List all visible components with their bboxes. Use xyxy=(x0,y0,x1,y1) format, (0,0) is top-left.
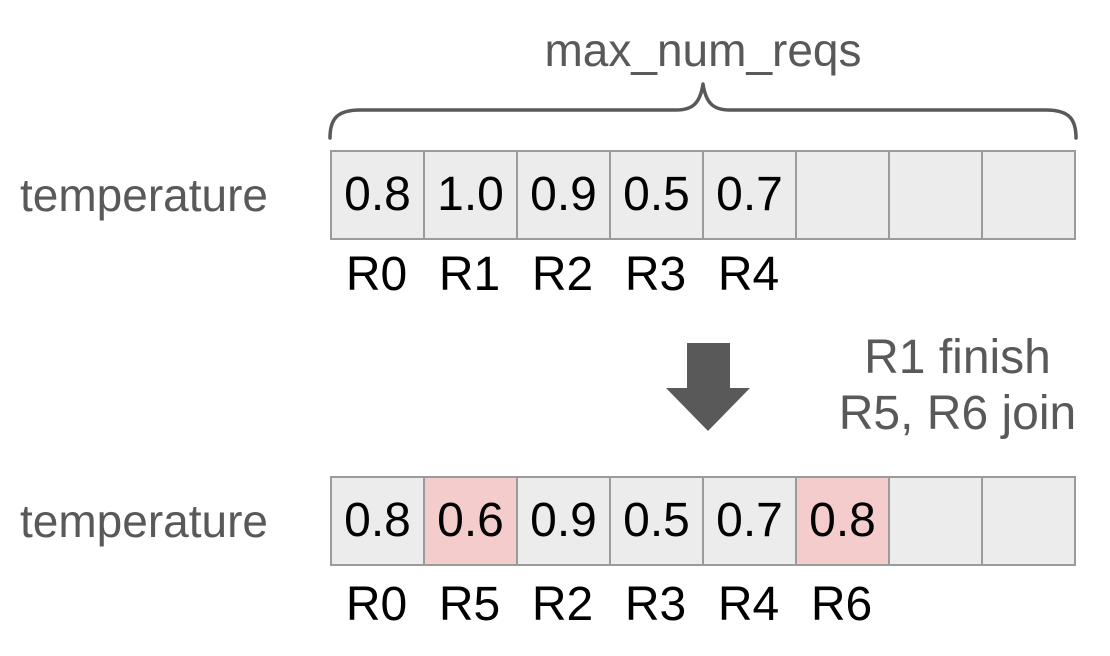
transition-line-2: R5, R6 join xyxy=(838,387,1077,440)
temperature-label-bottom: temperature xyxy=(20,495,269,547)
brace-label: max_num_reqs xyxy=(544,24,862,76)
request-label: R3 xyxy=(624,578,687,631)
temperature-cell: 0.5 xyxy=(609,476,704,566)
down-arrow-icon xyxy=(666,343,750,431)
request-labels-0: R0 R1 R2 R3 R4 xyxy=(330,250,795,300)
temperature-cell-empty xyxy=(795,150,890,240)
temperature-cell: 0.7 xyxy=(702,476,797,566)
temperature-cell: 1.0 xyxy=(423,150,518,240)
request-label: R6 xyxy=(810,578,873,631)
temperature-cell: 0.6 xyxy=(423,476,518,566)
temperature-label-top: temperature xyxy=(20,169,269,221)
request-label: R1 xyxy=(438,248,501,301)
temperature-cell: 0.9 xyxy=(516,476,611,566)
request-label: R4 xyxy=(717,248,780,301)
temperature-cell: 0.8 xyxy=(795,476,890,566)
temperature-cell-empty xyxy=(888,476,983,566)
temperature-cell: 0.8 xyxy=(330,476,425,566)
request-labels-1: R0 R5 R2 R3 R4 R6 xyxy=(330,580,888,630)
temperature-cell: 0.7 xyxy=(702,150,797,240)
request-label: R5 xyxy=(438,578,501,631)
transition-caption: R1 finish R5, R6 join xyxy=(810,330,1105,442)
request-label: R2 xyxy=(531,248,594,301)
request-label: R0 xyxy=(345,578,408,631)
temperature-cell: 0.8 xyxy=(330,150,425,240)
temperature-cell-empty xyxy=(981,150,1076,240)
batch-grid-1: 0.8 0.6 0.9 0.5 0.7 0.8 xyxy=(330,476,1076,566)
batch-grid-0: 0.8 1.0 0.9 0.5 0.7 xyxy=(330,150,1076,240)
request-label: R4 xyxy=(717,578,780,631)
curly-brace-icon xyxy=(328,82,1078,140)
temperature-cell: 0.5 xyxy=(609,150,704,240)
temperature-cell: 0.9 xyxy=(516,150,611,240)
request-label: R2 xyxy=(531,578,594,631)
request-label: R0 xyxy=(345,248,408,301)
request-label: R3 xyxy=(624,248,687,301)
temperature-cell-empty xyxy=(888,150,983,240)
temperature-cell-empty xyxy=(981,476,1076,566)
transition-line-1: R1 finish xyxy=(864,331,1051,384)
